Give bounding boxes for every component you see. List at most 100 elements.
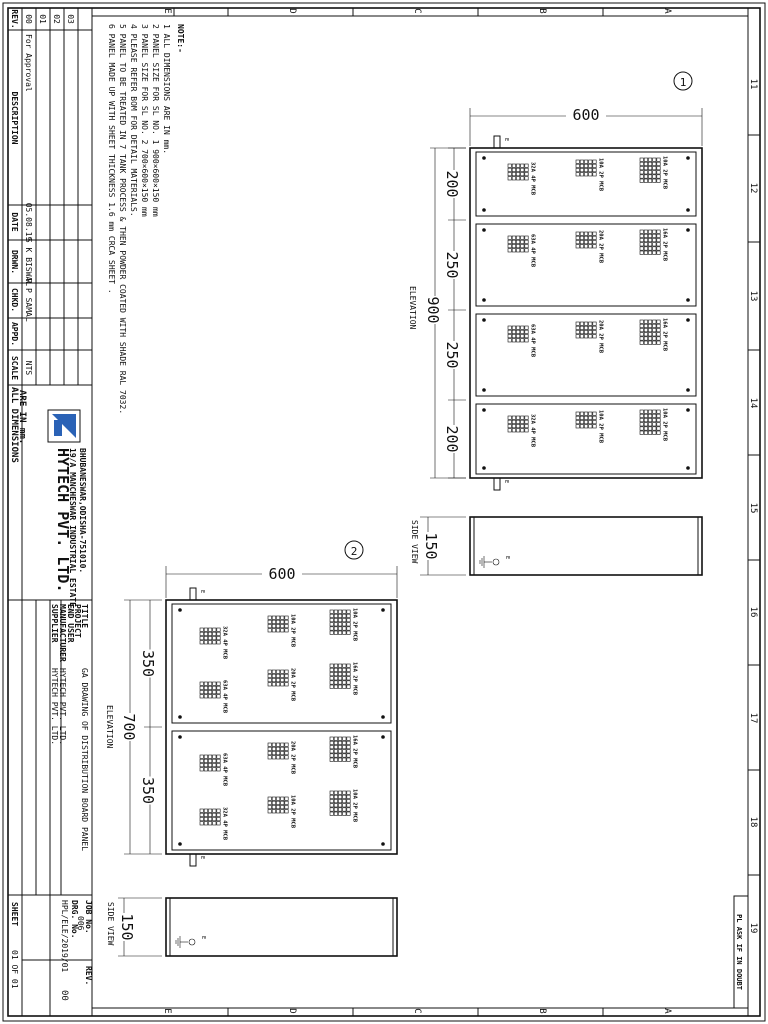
mcb-pole <box>643 409 648 414</box>
mcb-pole <box>511 415 516 420</box>
mcb-pole <box>639 166 644 171</box>
field-value: HYTECH PVT. LTD. <box>50 668 59 745</box>
mcb-pole <box>643 418 648 423</box>
mcb-pole <box>579 159 584 164</box>
view1-height-dim: 900 <box>424 296 442 323</box>
mcb-pole <box>271 678 276 683</box>
mcb-pole <box>643 336 648 341</box>
mcb-pole <box>338 807 343 812</box>
mcb-pole <box>280 742 285 747</box>
mcb-pole <box>584 172 589 177</box>
mcb-pole <box>203 808 208 813</box>
mcb-pole <box>276 619 281 624</box>
mcb-pole <box>280 796 285 801</box>
mcb-pole <box>271 805 276 810</box>
mcb-label: 16A 2P MCB <box>352 735 358 769</box>
mcb-pole <box>329 799 334 804</box>
mcb-pole <box>203 636 208 641</box>
mcb-pole <box>588 244 593 249</box>
mcb-pole <box>639 340 644 345</box>
mcb-pole <box>199 821 204 826</box>
mcb-pole <box>639 426 644 431</box>
mcb-pole <box>203 690 208 695</box>
mcb-pole <box>643 430 648 435</box>
mcb-pole <box>592 172 597 177</box>
mcb-label: 63A 4P MCB <box>530 234 536 268</box>
mcb-pole <box>584 424 589 429</box>
mcb-pole <box>656 242 661 247</box>
view2-section-dim: 350 <box>139 650 157 677</box>
mcb-pole <box>280 615 285 620</box>
mcb-pole <box>524 244 529 249</box>
mcb-pole <box>216 754 221 759</box>
mcb-pole <box>524 176 529 181</box>
mcb-pole <box>639 336 644 341</box>
mcb-pole <box>592 168 597 173</box>
mcb-pole <box>203 640 208 645</box>
mcb-pole <box>575 168 580 173</box>
mcb-pole <box>507 167 512 172</box>
mcb-pole <box>648 332 653 337</box>
rev-header: SCALE <box>10 356 19 380</box>
grid-col-label: 11 <box>748 79 758 90</box>
mcb-pole <box>511 338 516 343</box>
mcb-pole <box>639 242 644 247</box>
mcb-pole <box>329 609 334 614</box>
mcb-pole <box>346 622 351 627</box>
mcb-pole <box>524 334 529 339</box>
mcb-pole <box>346 626 351 631</box>
mcb-pole <box>643 340 648 345</box>
rev-header: CHKD. <box>10 288 19 312</box>
mcb-pole <box>216 821 221 826</box>
mcb-pole <box>584 415 589 420</box>
mcb-pole <box>216 636 221 641</box>
mcb-pole <box>575 325 580 330</box>
mcb-pole <box>592 334 597 339</box>
mcb-pole <box>588 334 593 339</box>
mcb-pole <box>329 811 334 816</box>
mcb-pole <box>329 680 334 685</box>
mcb-pole <box>338 618 343 623</box>
grid-row-label-top: B <box>537 8 547 13</box>
grid-col-label: 16 <box>748 607 758 618</box>
earth-mark: E <box>503 138 509 141</box>
mcb-pole <box>203 758 208 763</box>
field-label: PROJECT <box>73 604 82 638</box>
mcb-pole <box>338 684 343 689</box>
mcb-pole <box>329 794 334 799</box>
mcb-pole <box>208 685 213 690</box>
rev-cell: NTS <box>24 361 33 376</box>
mcb-pole <box>199 681 204 686</box>
mcb-pole <box>652 246 657 251</box>
grid-col-label: 13 <box>748 291 758 302</box>
mcb-pole <box>652 233 657 238</box>
mcb-pole <box>208 767 213 772</box>
mcb-pole <box>575 163 580 168</box>
mcb-pole <box>216 763 221 768</box>
mcb-pole <box>333 626 338 631</box>
view2-side-view <box>165 897 398 957</box>
mcb-pole <box>333 667 338 672</box>
mcb-pole <box>648 413 653 418</box>
mcb-pole <box>516 415 521 420</box>
mcb-pole <box>639 250 644 255</box>
mcb-pole <box>208 758 213 763</box>
mcb-pole <box>648 161 653 166</box>
mcb-pole <box>212 690 217 695</box>
mcb-pole <box>276 746 281 751</box>
mcb-pole <box>652 250 657 255</box>
mcb-pole <box>203 681 208 686</box>
mcb-pole <box>338 799 343 804</box>
mcb-pole <box>280 673 285 678</box>
mcb-pole <box>639 319 644 324</box>
mcb-pole <box>203 821 208 826</box>
mcb-pole <box>656 332 661 337</box>
mcb-pole <box>338 745 343 750</box>
mcb-pole <box>267 628 272 633</box>
field-label: END USER <box>66 604 75 643</box>
mcb-pole <box>584 168 589 173</box>
mcb-pole <box>575 424 580 429</box>
rev-cell: R P SAMAL <box>24 278 33 322</box>
